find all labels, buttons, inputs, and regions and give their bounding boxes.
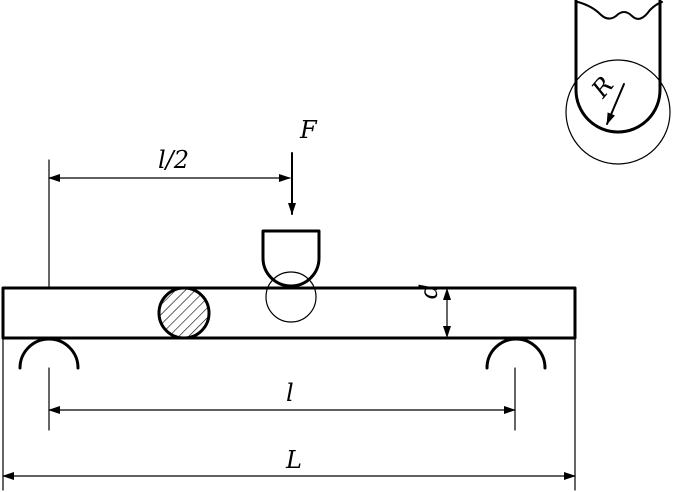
total-length-label: L: [285, 446, 302, 474]
detail-mandrel: [574, 0, 662, 134]
mandrel-contact-circle: [265, 271, 317, 323]
right-support: [485, 337, 547, 370]
mandrel-detail-view: R: [565, 0, 671, 165]
half-span-label: l/2: [158, 146, 189, 174]
detail-circle: [565, 59, 671, 165]
radius-label: R: [585, 71, 619, 104]
detail-break-line: [577, 1, 663, 20]
force-label: F: [299, 116, 318, 144]
radius-arrow: [606, 83, 625, 125]
loading-mandrel: [261, 229, 321, 288]
thickness-label: d: [415, 284, 443, 299]
left-support: [18, 337, 80, 370]
specimen-cross-section: [157, 286, 211, 340]
span-label: l: [286, 379, 294, 407]
specimen-beam: [1, 286, 577, 340]
